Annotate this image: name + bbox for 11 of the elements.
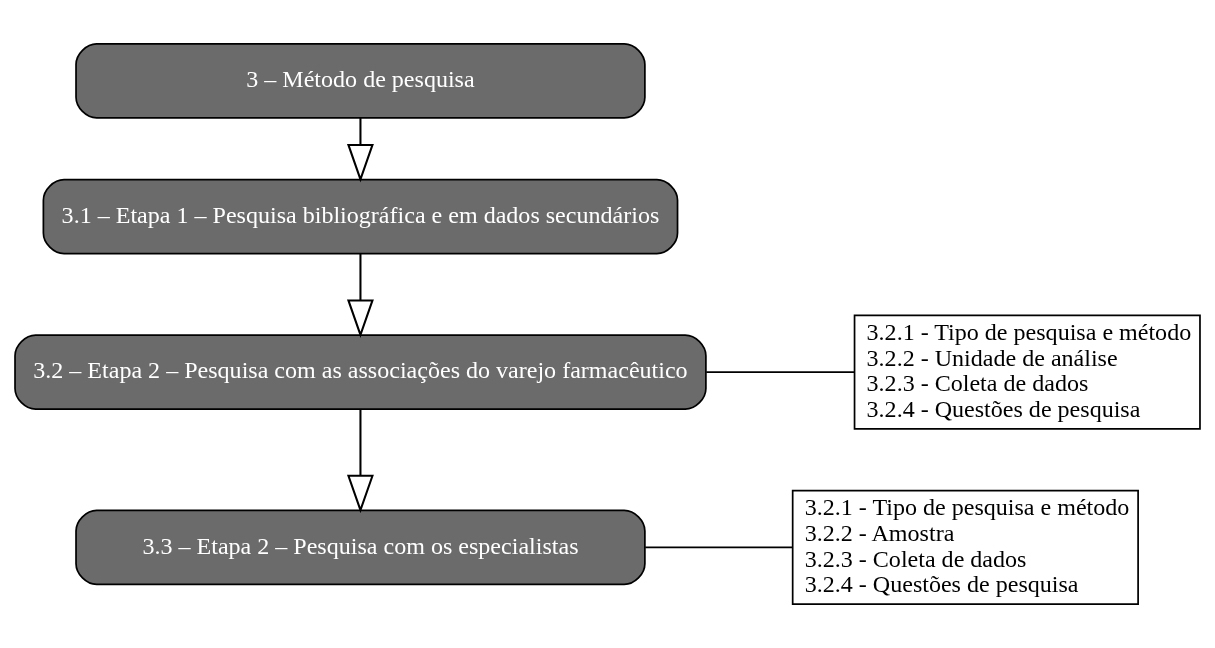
node-box: 3 – Método de pesquisa	[75, 43, 646, 119]
connector	[644, 546, 793, 549]
node-box: 3.2.1 - Tipo de pesquisa e método 3.2.2 - Unidade de análise 3.2.3 - Coleta de dados 3.2.4 - Questões de pesquisa	[853, 314, 1201, 430]
node-box: 3.3 – Etapa 2 – Pesquisa com os especialistas	[75, 509, 646, 586]
node-box: 3.2 – Etapa 2 – Pesquisa com as associações do varejo farmacêutico	[14, 334, 707, 410]
arrow	[346, 409, 374, 514]
connector	[705, 371, 856, 373]
node-box: 3.1 – Etapa 1 – Pesquisa bibliográfica e em dados secundários	[42, 178, 679, 255]
node-box: 3.2.1 - Tipo de pesquisa e método 3.2.2 - Amostra 3.2.3 - Coleta de dados 3.2.4 - Questões de pesquisa	[791, 489, 1139, 605]
arrow	[346, 118, 374, 183]
arrow	[346, 253, 374, 338]
